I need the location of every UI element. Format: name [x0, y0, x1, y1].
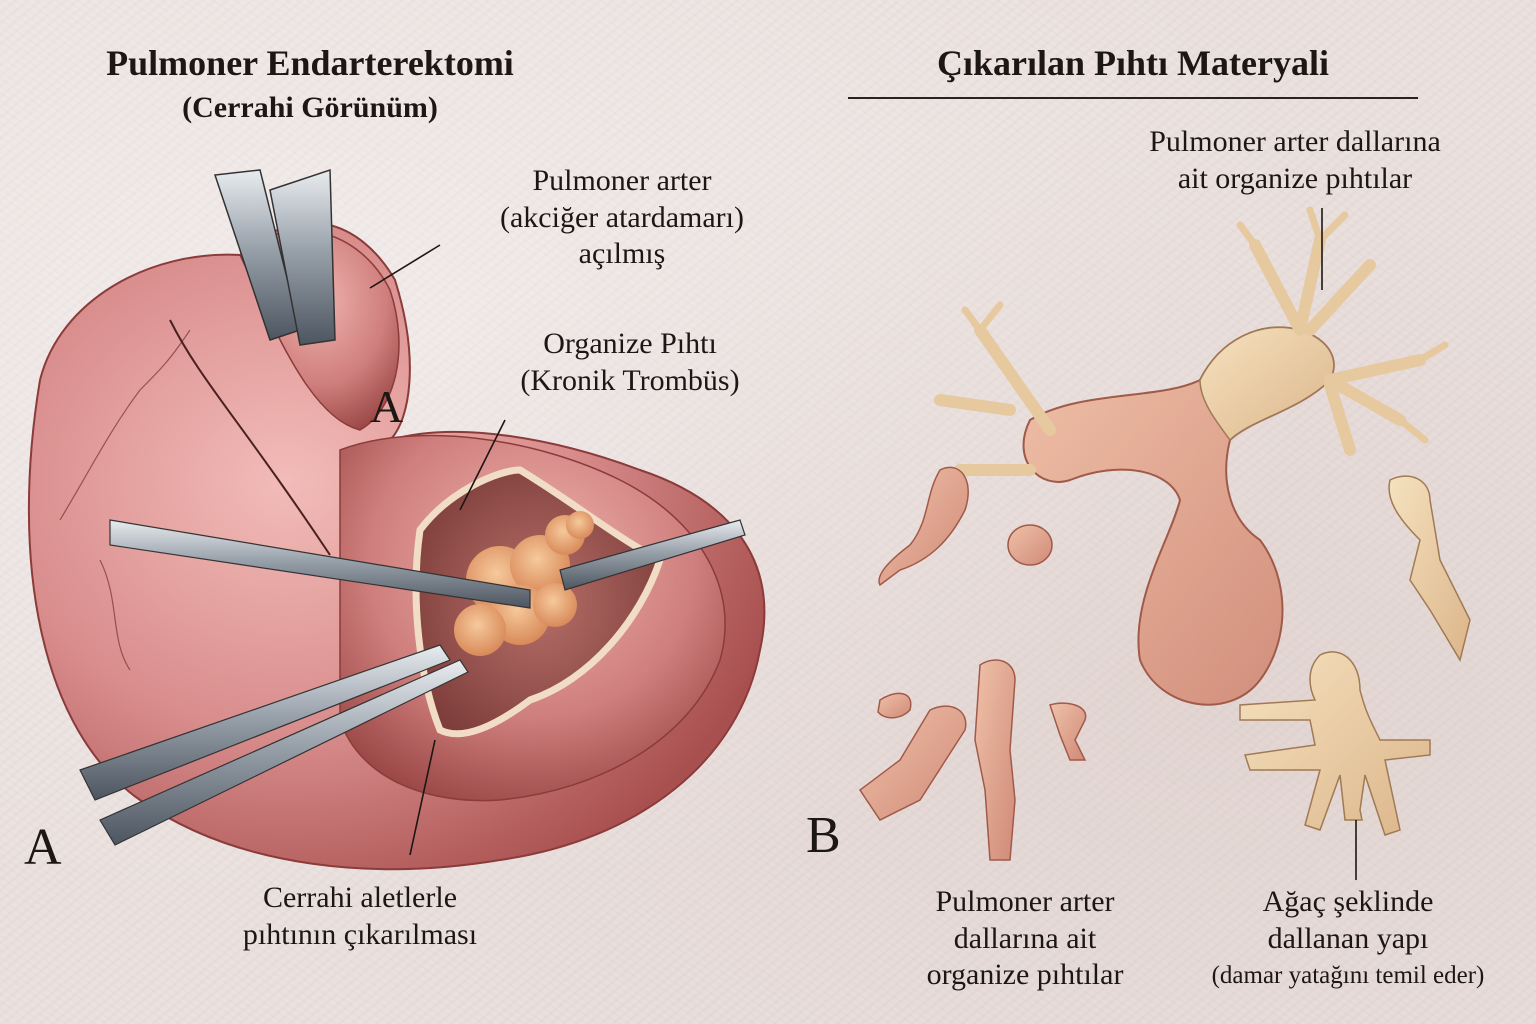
- callout-line: (akciğer atardamarı): [500, 200, 744, 234]
- callout-tree-structure: Ağaç şeklinde dallanan yapı (damar yatağ…: [1160, 884, 1536, 992]
- callout-line: Organize Pıhtı: [543, 327, 717, 360]
- panel-b-title: Çıkarılan Pıhtı Materyali: [937, 43, 1329, 83]
- panel-letter-a: A: [24, 819, 62, 876]
- callout-top-branches: Pulmoner arter dallarına ait organize pı…: [1090, 124, 1500, 197]
- surgical-field: [27, 168, 766, 871]
- inner-letter-a: A: [370, 381, 404, 432]
- callout-line: dallarına ait: [953, 921, 1097, 955]
- callout-line: ait organize pıhtılar: [1177, 161, 1413, 195]
- callout-line: Pulmoner arter dallarına: [1149, 125, 1441, 158]
- callout-line: Pulmoner arter: [532, 164, 712, 197]
- callout-bottom-left-clots: Pulmoner arter dallarına ait organize pı…: [890, 884, 1160, 994]
- removed-clot-material: [848, 97, 1471, 880]
- retractor-instrument: [213, 168, 336, 346]
- organized-clot-in-artery: [454, 511, 594, 656]
- callout-line: (Kronik Trombüs): [520, 363, 740, 397]
- callout-line: Cerrahi aletlerle: [262, 881, 458, 914]
- callout-line: dallanan yapı: [1267, 921, 1429, 955]
- panel-a-title: Pulmoner Endarterektomi: [106, 43, 514, 83]
- callout-line: Pulmoner arter: [935, 885, 1115, 918]
- panel-a-subtitle: (Cerrahi Görünüm): [182, 91, 438, 124]
- callout-line: (damar yatağını temil eder): [1211, 962, 1485, 990]
- panel-letter-b: B: [806, 807, 841, 864]
- callout-clot-removal: Cerrahi aletlerle pıhtının çıkarılması: [200, 880, 520, 953]
- callout-organized-clot: Organize Pıhtı (Kronik Trombüs): [490, 326, 770, 399]
- callout-artery-opened: Pulmoner arter (akciğer atardamarı) açıl…: [462, 163, 782, 273]
- forceps-instruments: [79, 519, 746, 846]
- callout-line: organize pıhtılar: [926, 958, 1124, 992]
- callout-line: Ağaç şeklinde: [1262, 885, 1434, 918]
- callout-line: açılmış: [578, 237, 666, 271]
- callout-line: pıhtının çıkarılması: [242, 917, 478, 951]
